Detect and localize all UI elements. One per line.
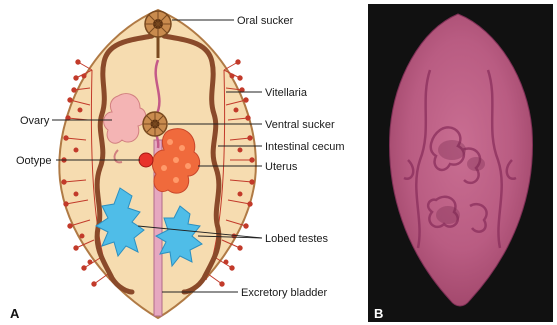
panel-letter-a: A [10, 306, 20, 321]
label-lobed-testes: Lobed testes [265, 233, 328, 245]
label-intestinal-cecum: Intestinal cecum [265, 141, 344, 153]
panel-letter-b: B [374, 306, 383, 321]
label-uterus: Uterus [265, 161, 298, 173]
panel-b-photo: B [368, 4, 553, 322]
label-oral-sucker: Oral sucker [237, 15, 294, 27]
label-ventral-sucker: Ventral sucker [265, 119, 335, 131]
label-vitellaria: Vitellaria [265, 87, 308, 99]
ventral-sucker [143, 112, 167, 136]
label-ootype: Ootype [16, 155, 51, 167]
label-ovary: Ovary [20, 115, 50, 127]
ootype [139, 153, 153, 167]
label-excretory-bladder: Excretory bladder [241, 287, 328, 299]
panel-a-diagram: Oral sucker Vitellaria Ovary Ventral suc… [10, 10, 344, 321]
